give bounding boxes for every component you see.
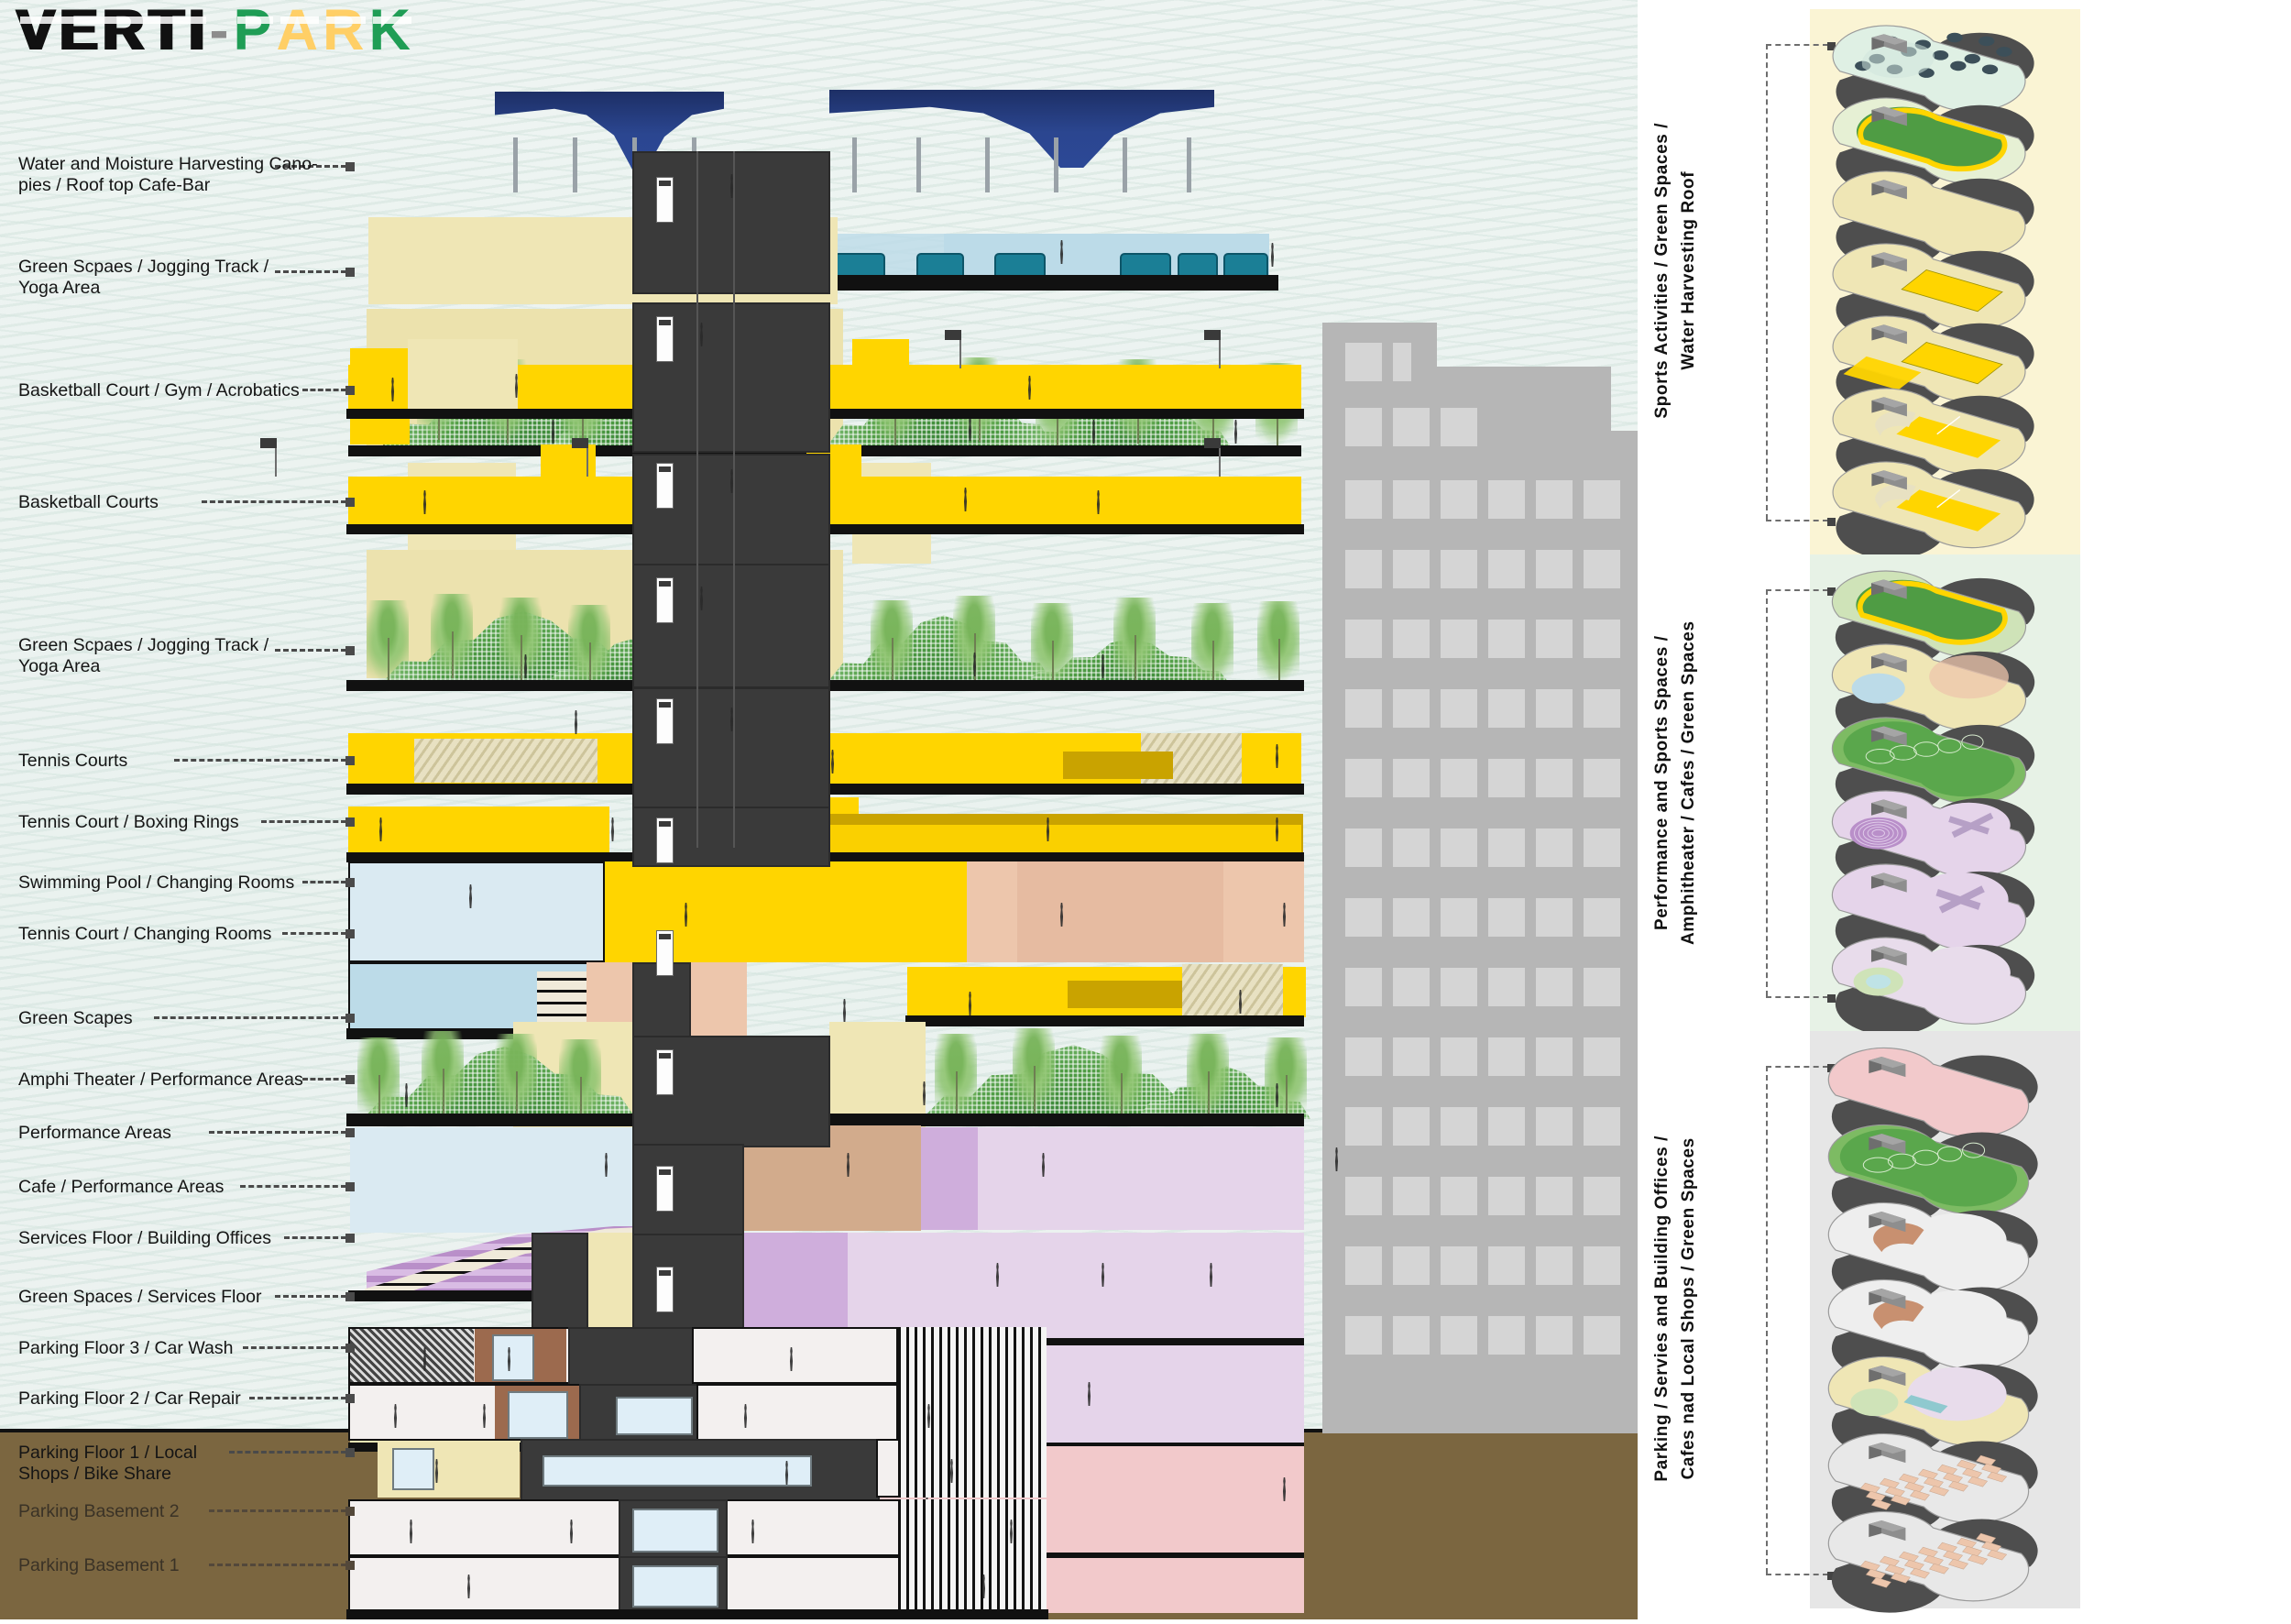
section-label-line: Shops / Bike Share (18, 1464, 171, 1484)
leader-line (275, 268, 355, 277)
section-label-line: Parking Basement 2 (18, 1501, 180, 1521)
leader-line (275, 1292, 355, 1301)
rail-bracket-tick (1766, 1572, 1836, 1580)
rail-bracket-tick (1766, 994, 1836, 1003)
rail-group-label-line: Sports Activities / Green Spaces / (1652, 123, 1672, 419)
section-label-line: Parking Floor 3 / Car Wash (18, 1338, 234, 1358)
section-label: Tennis Courts (18, 751, 321, 772)
section-label-line: Green Scapes (18, 1008, 133, 1028)
leader-line (243, 1344, 355, 1353)
section-label-line: Tennis Court / Boxing Rings (18, 812, 239, 832)
axonometric-rail: Sports Activities / Green Spaces / Water … (1638, 0, 2291, 1619)
section-label: Parking Basement 1 (18, 1555, 321, 1576)
leader-line (302, 878, 355, 887)
title-dash: - (209, 0, 234, 62)
section-label-line: Basketball Courts (18, 492, 159, 512)
leader-line (174, 756, 355, 765)
leader-line (209, 1561, 355, 1570)
section-label-line: Yoga Area (18, 278, 101, 298)
rail-group-label-performance: Performance and Sports Spaces / Amphithea… (1649, 574, 1703, 993)
leader-line (209, 1507, 355, 1516)
rail-bracket-parking (1766, 1066, 1768, 1574)
section-label-line: Tennis Court / Changing Rooms (18, 924, 272, 944)
leader-line (240, 1182, 355, 1191)
axon-plate-tennis-court-lower (1821, 451, 2068, 560)
rail-bracket-performance (1766, 589, 1768, 996)
axon-plate-cafe-performance (1821, 927, 2068, 1037)
axon-plate-tennis-and-bleachers (1821, 378, 2068, 487)
rail-group-label-line: Cafes nad Local Shops / Green Spaces (1679, 1136, 1699, 1480)
section-label-line: Amphi Theater / Performance Areas (18, 1070, 303, 1090)
rail-group-label-line: Performance and Sports Spaces / (1652, 635, 1672, 931)
section-label: Parking Floor 3 / Car Wash (18, 1338, 321, 1359)
axon-plate-parking-basement-1 (1821, 1500, 2068, 1614)
leader-line (261, 817, 355, 827)
leader-line (209, 1128, 355, 1137)
leader-line (202, 498, 355, 507)
section-label-line: Parking Floor 1 / Local (18, 1443, 198, 1463)
section-label-line: Basketball Court / Gym / Acrobatics (18, 380, 300, 401)
leader-line (229, 1448, 355, 1457)
section-label: Green Spaces / Services Floor (18, 1287, 321, 1308)
title-r: R (323, 0, 369, 62)
section-label: Parking Basement 2 (18, 1501, 321, 1522)
section-label-line: Yoga Area (18, 656, 101, 676)
rail-group-label-parking: Parking / Servies and Building Offices /… (1649, 1054, 1703, 1562)
leader-line (275, 646, 355, 655)
leader-line (302, 386, 355, 395)
section-label: Basketball Court / Gym / Acrobatics (18, 380, 321, 401)
axon-plate-car-repair-floor (1821, 1268, 2068, 1382)
section-label-line: Swimming Pool / Changing Rooms (18, 872, 295, 893)
leader-line (302, 1075, 355, 1084)
section-label: Green Scpaes / Jogging Track /Yoga Area (18, 635, 321, 677)
rail-bracket-tick (1766, 587, 1836, 596)
leader-line (249, 1394, 355, 1403)
section-label-line: Tennis Courts (18, 751, 128, 771)
section-label-line: Green Scpaes / Jogging Track / (18, 635, 269, 655)
section-label: Green Scapes (18, 1008, 321, 1029)
section-label: Tennis Court / Boxing Rings (18, 812, 321, 833)
section-label-line: Water and Moisture Harvesting Cano- (18, 154, 318, 174)
leader-line (154, 1014, 355, 1023)
rail-group-label-line: Water Harvesting Roof (1679, 171, 1699, 370)
section-label: Basketball Courts (18, 492, 321, 513)
leader-line (284, 1234, 355, 1243)
section-label: Tennis Court / Changing Rooms (18, 924, 321, 945)
section-label-line: Performance Areas (18, 1123, 171, 1143)
rail-bracket-sports (1766, 44, 1768, 520)
rail-group-label-sports: Sports Activities / Green Spaces / Water … (1649, 31, 1703, 511)
title-k: K (368, 0, 416, 62)
leader-line (282, 929, 355, 938)
rail-group-label-line: Amphitheater / Cafes / Green Spaces (1679, 620, 1699, 946)
section-label-line: Services Floor / Building Offices (18, 1228, 271, 1248)
section-label-line: Green Spaces / Services Floor (18, 1287, 262, 1307)
section-label: Cafe / Performance Areas (18, 1177, 321, 1198)
title-p: P (233, 0, 277, 62)
section-label: Parking Floor 2 / Car Repair (18, 1388, 321, 1410)
section-label: Amphi Theater / Performance Areas (18, 1070, 321, 1091)
section-label-line: pies / Roof top Cafe-Bar (18, 175, 211, 195)
section-drawing-canvas: VERTI-PARK Water and Moisture Harvesting… (0, 0, 1638, 1619)
title-a: A (276, 0, 323, 62)
rail-group-label-line: Parking / Servies and Building Offices / (1652, 1135, 1672, 1482)
rail-bracket-tick (1766, 1064, 1836, 1072)
page-title: VERTI-PARK (16, 2, 415, 60)
section-label-line: Parking Basement 1 (18, 1555, 180, 1575)
axon-plate-performance-areas (1821, 853, 2068, 963)
section-label: Water and Moisture Harvesting Cano-pies … (18, 154, 321, 196)
section-label-line: Green Scpaes / Jogging Track / (18, 257, 269, 277)
title-verti: VERTI (16, 0, 210, 62)
section-label-line: Parking Floor 2 / Car Repair (18, 1388, 241, 1409)
section-label: Green Scpaes / Jogging Track /Yoga Area (18, 257, 321, 299)
section-label: Services Floor / Building Offices (18, 1228, 321, 1249)
rail-bracket-tick (1766, 42, 1836, 50)
section-label-line: Cafe / Performance Areas (18, 1177, 225, 1197)
section-label: Swimming Pool / Changing Rooms (18, 872, 321, 894)
rail-bracket-tick (1766, 518, 1836, 526)
section-label: Performance Areas (18, 1123, 321, 1144)
leader-line (275, 162, 355, 171)
